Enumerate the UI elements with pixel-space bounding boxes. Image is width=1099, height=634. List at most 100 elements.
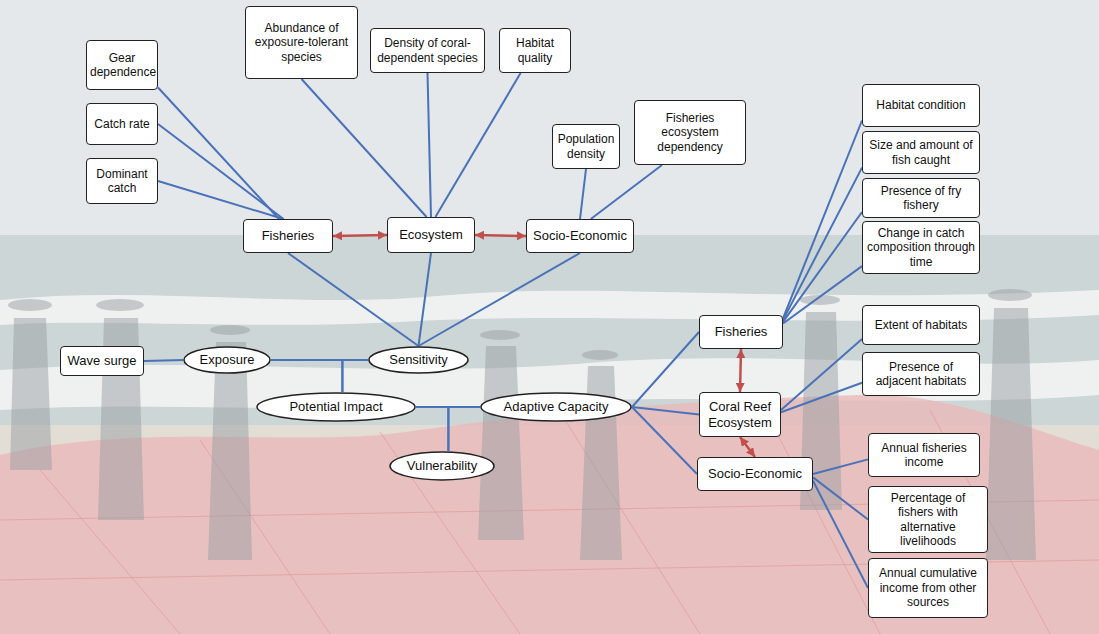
indicator-box: Habitat quality bbox=[499, 28, 571, 73]
connector-line bbox=[580, 169, 586, 219]
text-wrap: Density of coral-dependent species bbox=[371, 36, 484, 65]
connector-line bbox=[419, 253, 432, 346]
text-wrap: Presence of fry fishery bbox=[863, 184, 979, 213]
connector-line bbox=[783, 266, 862, 323]
node-label: Fisheries bbox=[247, 228, 329, 244]
indicator-box: Dominant catch bbox=[86, 158, 158, 204]
node-label: Catch rate bbox=[90, 117, 154, 131]
node-label: Gear dependence bbox=[90, 51, 154, 80]
text-wrap: Habitat condition bbox=[863, 98, 979, 112]
text-wrap: Habitat quality bbox=[500, 36, 570, 65]
text-wrap: Wave surge bbox=[61, 353, 143, 369]
text-wrap: Population density bbox=[553, 132, 619, 161]
category-box: Coral Reef Ecosystem bbox=[699, 392, 781, 437]
connector-line bbox=[158, 181, 284, 219]
node-label: Coral Reef Ecosystem bbox=[703, 399, 777, 430]
text-wrap: Fisheries ecosystem dependency bbox=[635, 111, 745, 154]
indicator-box: Extent of habitats bbox=[862, 305, 980, 345]
category-box: Ecosystem bbox=[387, 217, 475, 253]
node-label: Dominant catch bbox=[90, 167, 154, 196]
category-box: Wave surge bbox=[60, 346, 144, 376]
connector-line bbox=[813, 459, 868, 474]
connector-line bbox=[288, 253, 419, 346]
node-label: Size and amount of fish caught bbox=[866, 138, 976, 167]
fisher bbox=[478, 346, 524, 540]
connector-line bbox=[783, 121, 862, 319]
node-label: Habitat quality bbox=[503, 36, 567, 65]
category-box: Fisheries bbox=[699, 315, 783, 349]
text-wrap: Catch rate bbox=[87, 117, 157, 131]
connector-line bbox=[783, 212, 862, 322]
ellipse-shape bbox=[390, 452, 494, 480]
connector-line bbox=[783, 168, 862, 321]
node-label: Wave surge bbox=[64, 353, 140, 369]
ellipse-shape bbox=[184, 347, 270, 373]
net-mesh bbox=[0, 400, 1099, 634]
indicator-box: Annual cumulative income from other sour… bbox=[868, 558, 988, 618]
fisher bbox=[208, 342, 252, 560]
text-wrap: Exposure bbox=[183, 352, 271, 368]
node-label: Vulnerability bbox=[392, 458, 492, 474]
ellipse-node: Sensitivity bbox=[368, 346, 469, 374]
double-arrow bbox=[333, 235, 387, 236]
text-wrap: Sensitivity bbox=[368, 352, 469, 368]
hat bbox=[480, 330, 520, 340]
connector-line bbox=[435, 73, 520, 217]
text-wrap: Annual cumulative income from other sour… bbox=[869, 566, 987, 609]
text-wrap: Change in catch composition through time bbox=[863, 226, 979, 269]
connector-line bbox=[342, 360, 368, 392]
double-arrow bbox=[475, 235, 526, 236]
node-label: Ecosystem bbox=[391, 227, 471, 243]
text-wrap: Coral Reef Ecosystem bbox=[700, 399, 780, 430]
text-wrap: Fisheries bbox=[700, 324, 782, 340]
indicator-box: Abundance of exposure-tolerant species bbox=[245, 6, 358, 79]
ellipse-node: Exposure bbox=[183, 346, 271, 374]
connector-line bbox=[144, 360, 183, 361]
node-label: Exposure bbox=[186, 352, 268, 368]
indicator-box: Percentage of fishers with alternative l… bbox=[868, 486, 988, 553]
connector-line bbox=[632, 407, 699, 415]
text-wrap: Socio-Economic bbox=[698, 466, 812, 482]
ellipse-node: Adaptive Capacity bbox=[480, 392, 632, 422]
hat bbox=[8, 299, 52, 311]
indicator-box: Presence of fry fishery bbox=[862, 178, 980, 218]
connector-line bbox=[632, 332, 699, 407]
indicator-box: Size and amount of fish caught bbox=[862, 131, 980, 174]
connector-line bbox=[419, 253, 581, 346]
indicator-box: Change in catch composition through time bbox=[862, 221, 980, 274]
indicator-box: Density of coral-dependent species bbox=[370, 28, 485, 73]
text-wrap: Vulnerability bbox=[389, 458, 495, 474]
hat bbox=[582, 350, 618, 360]
text-wrap: Presence of adjacent habitats bbox=[863, 360, 979, 389]
node-label: Abundance of exposure-tolerant species bbox=[249, 21, 354, 64]
node-label: Change in catch composition through time bbox=[866, 226, 976, 269]
node-label: Annual cumulative income from other sour… bbox=[872, 566, 984, 609]
node-label: Adaptive Capacity bbox=[483, 399, 629, 415]
connector-line bbox=[302, 79, 427, 217]
fishing-net bbox=[0, 395, 1099, 634]
connector-line bbox=[813, 481, 868, 588]
category-box: Socio-Economic bbox=[697, 457, 813, 491]
text-wrap: Abundance of exposure-tolerant species bbox=[246, 21, 357, 64]
text-wrap: Ecosystem bbox=[388, 227, 474, 243]
connector-line bbox=[416, 407, 448, 451]
text-wrap: Fisheries bbox=[244, 228, 332, 244]
text-wrap: Potential Impact bbox=[256, 399, 416, 415]
indicator-box: Presence of adjacent habitats bbox=[862, 352, 980, 396]
text-wrap: Extent of habitats bbox=[863, 318, 979, 332]
indicator-box: Annual fisheries income bbox=[868, 433, 980, 477]
hat bbox=[96, 299, 144, 311]
connector-line bbox=[632, 407, 697, 474]
ellipse-shape bbox=[481, 393, 631, 421]
double-arrow bbox=[740, 437, 755, 457]
indicator-box: Fisheries ecosystem dependency bbox=[634, 100, 746, 165]
text-wrap: Size and amount of fish caught bbox=[863, 138, 979, 167]
category-box: Socio-Economic bbox=[526, 219, 634, 253]
text-wrap: Gear dependence bbox=[87, 51, 157, 80]
double-arrow bbox=[740, 349, 741, 392]
node-label: Fisheries bbox=[703, 324, 779, 340]
connector-line bbox=[591, 165, 662, 219]
node-label: Fisheries ecosystem dependency bbox=[638, 111, 742, 154]
node-label: Extent of habitats bbox=[866, 318, 976, 332]
